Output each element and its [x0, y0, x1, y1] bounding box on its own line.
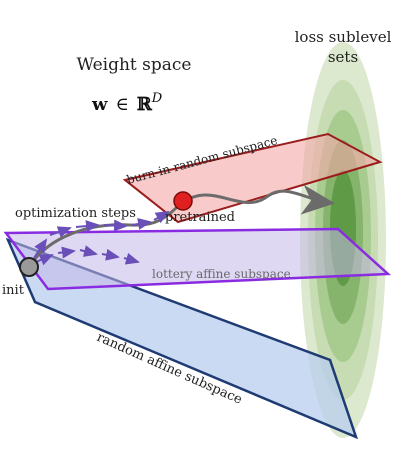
step-arrow	[153, 211, 170, 224]
step-arrow	[33, 238, 48, 259]
training-trajectory	[28, 184, 335, 267]
optimization-steps-label: optimization steps	[15, 206, 136, 221]
weight-space-title: Weight space	[77, 55, 192, 75]
pretrained-label: pretrained	[165, 210, 235, 225]
random-affine-subspace-plane	[5, 237, 359, 440]
step-arrow	[75, 220, 100, 233]
init-label: init	[2, 283, 25, 298]
init-point	[19, 257, 39, 277]
formula-var: w	[91, 94, 108, 115]
formula-relation: ∈	[116, 94, 129, 115]
pretrained-point	[173, 191, 193, 211]
loss-label-line2: sets	[328, 48, 358, 66]
step-arrow	[35, 254, 54, 266]
step-arrow	[57, 246, 76, 259]
step-arrow	[103, 219, 128, 232]
step-arrow	[131, 218, 152, 230]
formula-set: ℝ	[137, 94, 153, 115]
optimization-steps-upper	[33, 211, 170, 259]
step-arrow	[49, 226, 72, 238]
step-arrow	[79, 245, 98, 257]
loss-label-line1: loss sublevel	[295, 28, 392, 46]
lottery-label: lottery affine subspace	[152, 267, 291, 281]
step-arrow	[123, 252, 140, 265]
weight-space-formula: w ∈ ℝD	[91, 91, 163, 115]
formula-superscript: D	[151, 91, 163, 106]
step-arrow	[101, 248, 120, 261]
optimization-steps-lottery	[35, 245, 140, 266]
